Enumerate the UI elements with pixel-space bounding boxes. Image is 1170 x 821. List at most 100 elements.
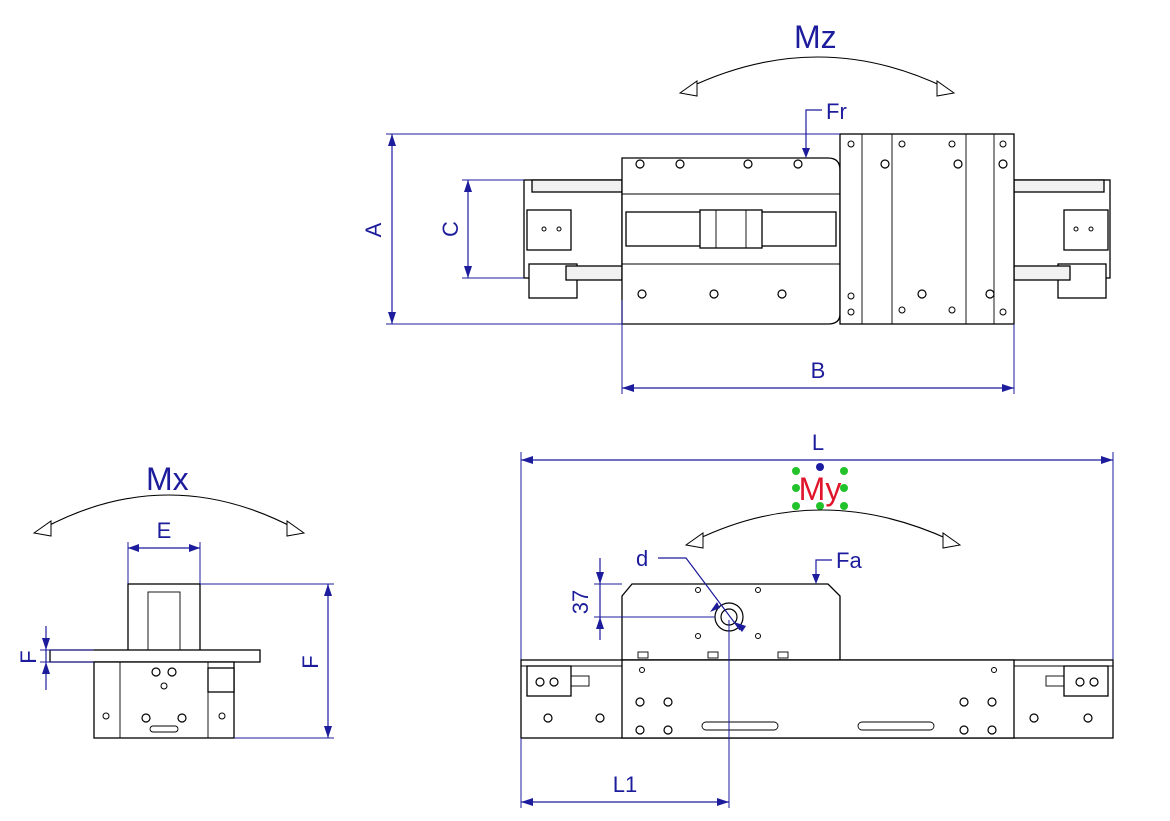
mz-label: Mz <box>794 19 837 55</box>
screw <box>953 159 963 169</box>
c-arrow-top <box>464 180 472 192</box>
right-end-cap <box>1063 665 1109 697</box>
selection-handle[interactable] <box>792 467 800 475</box>
b-label: B <box>811 358 826 383</box>
my-label[interactable]: My <box>799 471 842 507</box>
left-end-cap <box>526 665 572 697</box>
side-slot <box>149 725 179 733</box>
side-motor-bump <box>207 667 235 693</box>
hole <box>898 140 906 148</box>
e-arrow-right <box>189 544 200 552</box>
left-end-cap <box>526 209 572 251</box>
selection-handle[interactable] <box>816 463 824 471</box>
mz-arrow-right <box>936 80 956 97</box>
e-label: E <box>157 518 172 543</box>
hole <box>948 306 956 314</box>
selection-handle[interactable] <box>792 484 800 492</box>
carriage-tab <box>777 651 789 659</box>
fr-arrowhead <box>802 148 810 158</box>
right-end-rail-top <box>1013 179 1105 193</box>
rail-slot <box>701 721 779 731</box>
rail-slot <box>857 721 935 731</box>
screw <box>793 159 803 169</box>
b-arrow-left <box>622 384 634 392</box>
screw <box>663 725 673 735</box>
hole <box>755 633 761 639</box>
fr-leader <box>805 109 822 152</box>
mz-arrow-left <box>678 80 698 97</box>
side-mount-plate <box>49 649 261 663</box>
hole <box>755 587 761 593</box>
d-label: d <box>636 546 648 571</box>
screw <box>1029 713 1039 723</box>
my-arrow-left <box>684 532 704 549</box>
selection-handle[interactable] <box>840 502 848 510</box>
screw <box>998 159 1008 169</box>
fa-leader <box>815 559 832 578</box>
screw <box>959 725 969 735</box>
screw <box>987 725 997 735</box>
hole <box>898 306 906 314</box>
f-tall-arrow-bottom <box>324 726 332 738</box>
my-arrow-right <box>942 532 962 549</box>
selection-handle[interactable] <box>792 502 800 510</box>
mz-moment-arc <box>687 56 947 89</box>
hole <box>556 226 562 232</box>
screw <box>959 697 969 707</box>
screw <box>635 697 645 707</box>
right-shaft <box>1045 675 1065 687</box>
f-small-arrow-top <box>42 638 50 650</box>
front-base-block <box>621 659 1015 739</box>
l-arrow-left <box>521 456 533 464</box>
hole <box>999 308 1007 316</box>
hole <box>695 633 701 639</box>
screw <box>535 677 545 687</box>
l1-label: L1 <box>613 772 637 797</box>
l1-arrow-left <box>521 798 533 806</box>
screw <box>167 667 177 677</box>
screw <box>1075 677 1085 687</box>
screw <box>595 713 605 723</box>
base-plate <box>839 133 1015 325</box>
l-arrow-right <box>1101 456 1113 464</box>
screw <box>675 159 685 169</box>
hole <box>541 226 547 232</box>
screw <box>985 289 995 299</box>
f-left-label: F <box>16 650 41 663</box>
dim37-arrow-bottom <box>596 617 604 629</box>
hole <box>102 712 110 720</box>
dim37-arrow-top <box>596 572 604 584</box>
screw <box>635 725 645 735</box>
hole <box>160 682 168 690</box>
left-end-rail-top <box>531 179 623 193</box>
f-small-arrow-bottom <box>42 662 50 674</box>
carriage-tab <box>637 651 649 659</box>
selection-handle[interactable] <box>816 502 824 510</box>
screw <box>743 159 753 169</box>
hole <box>991 667 997 673</box>
hole <box>948 140 956 148</box>
screw <box>777 289 787 299</box>
screw <box>637 289 647 299</box>
screw <box>880 159 890 169</box>
d-arrowhead <box>710 602 720 612</box>
screw <box>663 697 673 707</box>
hole <box>1073 226 1079 232</box>
c-arrow-bottom <box>464 266 472 278</box>
mx-arrow-left <box>32 520 52 537</box>
right-end-cap <box>1063 209 1109 251</box>
left-end-rail-bottom <box>565 265 623 281</box>
side-top-block <box>127 583 201 655</box>
fa-label: Fa <box>836 548 862 573</box>
screw <box>1089 677 1099 687</box>
screw <box>549 677 559 687</box>
selection-handle[interactable] <box>840 484 848 492</box>
selection-handle[interactable] <box>840 467 848 475</box>
my-moment-arc <box>695 509 951 541</box>
c-label: C <box>438 221 463 237</box>
mx-arrow-right <box>286 520 306 537</box>
l1-arrow-right <box>717 798 729 806</box>
hole <box>218 712 226 720</box>
top-view: Mz <box>361 19 1111 394</box>
